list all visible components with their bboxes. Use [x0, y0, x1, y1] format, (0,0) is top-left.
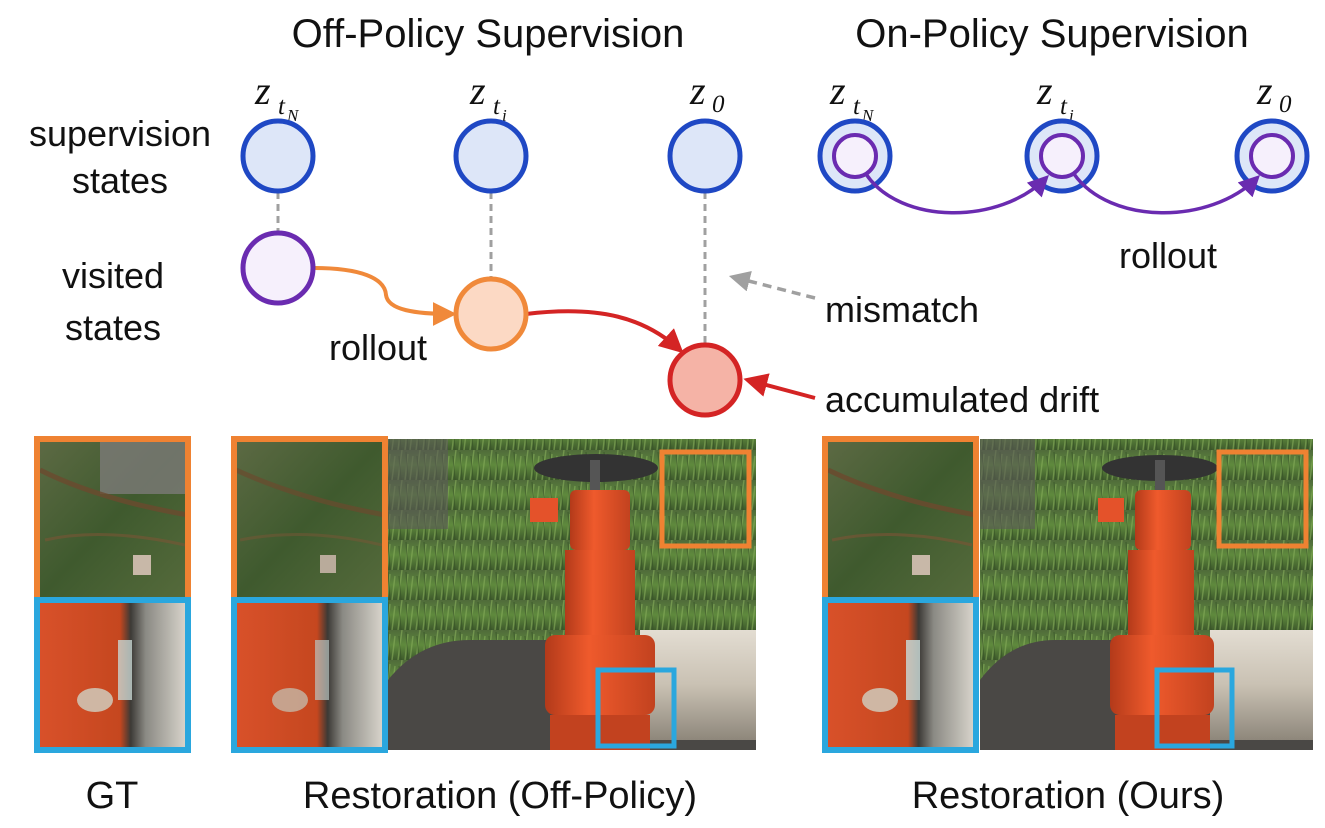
math-label-z0-off: z 0: [689, 68, 725, 118]
rollout-label-off: rollout: [329, 327, 427, 368]
math-label-z0-on: z 0: [1256, 68, 1292, 118]
on-policy-state-ti: [1024, 118, 1100, 194]
math-label-z-tN-off: z t N: [254, 68, 300, 125]
drift-arrow-red: [525, 309, 684, 354]
svg-text:z: z: [1256, 68, 1273, 113]
svg-text:z: z: [829, 68, 846, 113]
on-policy-state-z0: [1234, 118, 1310, 194]
svg-text:z: z: [254, 68, 271, 113]
svg-text:t: t: [278, 93, 286, 120]
svg-text:N: N: [286, 106, 300, 125]
svg-text:z: z: [469, 68, 486, 113]
on-policy-rollout-arrow-2: [1072, 172, 1260, 215]
on-policy-state-tN: [817, 118, 893, 194]
supervision-state-tN: [240, 118, 316, 194]
accumulated-drift-label: accumulated drift: [825, 379, 1099, 420]
supervision-label-line1: supervision: [29, 113, 211, 154]
visited-state-tN: [240, 230, 316, 306]
off-policy-crop-top: [231, 436, 388, 603]
math-label-z-ti-off: z t i: [469, 68, 507, 125]
svg-text:t: t: [1060, 93, 1068, 120]
supervision-state-z0: [667, 118, 743, 194]
math-label-z-tN-on: z t N: [829, 68, 875, 125]
mismatch-label: mismatch: [825, 289, 979, 330]
mismatch-arrow: [728, 270, 816, 300]
off-policy-full-image: [388, 439, 756, 750]
gt-crop-top: [34, 436, 191, 603]
svg-text:t: t: [493, 93, 501, 120]
svg-text:i: i: [502, 106, 507, 125]
drift-pointer-arrow: [743, 373, 816, 400]
svg-text:0: 0: [1279, 91, 1292, 118]
visited-state-ti: [453, 276, 529, 352]
visited-label-line1: visited: [62, 255, 164, 296]
rollout-arrow-orange: [313, 266, 457, 326]
caption-ours: Restoration (Ours): [912, 775, 1225, 817]
off-policy-title: Off-Policy Supervision: [292, 12, 685, 56]
rollout-label-on: rollout: [1119, 235, 1217, 276]
svg-text:i: i: [1069, 106, 1074, 125]
supervision-label-line2: states: [72, 160, 168, 201]
caption-off-policy: Restoration (Off-Policy): [303, 775, 697, 817]
visited-label-line2: states: [65, 307, 161, 348]
svg-text:t: t: [853, 93, 861, 120]
on-policy-rollout-arrow-1: [864, 173, 1049, 215]
off-policy-crop-bottom: [231, 597, 388, 753]
svg-text:z: z: [689, 68, 706, 113]
svg-text:0: 0: [712, 91, 725, 118]
ours-full-image: [980, 439, 1313, 750]
caption-gt: GT: [86, 775, 139, 817]
ours-crop-top: [822, 436, 979, 603]
svg-text:z: z: [1036, 68, 1053, 113]
gt-crop-bottom: [34, 597, 191, 753]
math-label-z-ti-on: z t i: [1036, 68, 1074, 125]
ours-crop-bottom: [822, 597, 979, 753]
visited-state-z0: [667, 342, 743, 418]
supervision-state-ti: [453, 118, 529, 194]
on-policy-title: On-Policy Supervision: [855, 12, 1249, 56]
